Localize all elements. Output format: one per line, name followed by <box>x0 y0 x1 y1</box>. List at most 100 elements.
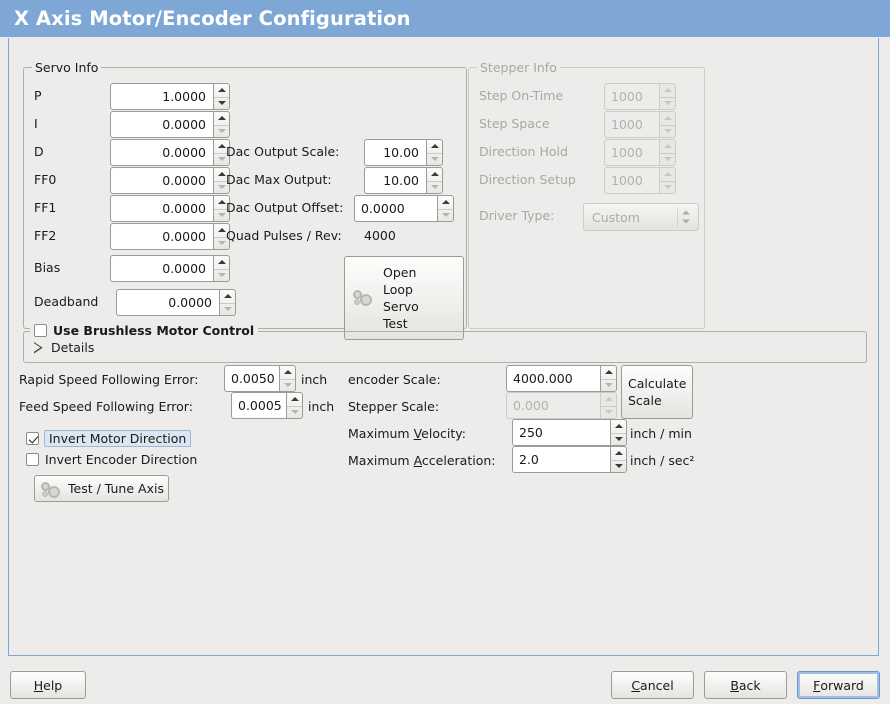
servo-spin-bias-buttons[interactable] <box>213 255 230 282</box>
open-loop-servo-test-button[interactable]: Open Loop Servo Test <box>344 256 464 340</box>
spin-down-icon[interactable] <box>214 96 229 110</box>
spin-down-icon[interactable] <box>427 180 442 194</box>
servo-spin-ff1[interactable]: 0.0000 <box>110 195 230 222</box>
spin-up-icon[interactable] <box>280 366 295 379</box>
servo-spin-ff0-value[interactable]: 0.0000 <box>110 167 213 194</box>
servo-spin-bias[interactable]: 0.0000 <box>110 255 230 282</box>
spin-down-icon[interactable] <box>427 152 442 166</box>
encoder-scale-spin[interactable]: 4000.000 <box>506 365 617 392</box>
encoder-scale-value[interactable]: 4000.000 <box>506 365 600 392</box>
spin-down-icon[interactable] <box>214 124 229 138</box>
use-brushless-motor-control-checkbox[interactable]: Use Brushless Motor Control <box>34 323 254 338</box>
spin-down-icon[interactable] <box>611 459 626 473</box>
rapid-following-error-buttons[interactable] <box>279 365 296 392</box>
dac-output-offset-buttons[interactable] <box>437 195 454 222</box>
servo-spin-deadband-value[interactable]: 0.0000 <box>116 289 219 316</box>
servo-spin-deadband[interactable]: 0.0000 <box>116 289 236 316</box>
rapid-following-error-spin[interactable]: 0.0050 <box>224 365 296 392</box>
spin-down-icon[interactable] <box>601 378 616 392</box>
feed-following-error-buttons[interactable] <box>286 392 303 419</box>
servo-spin-ff0[interactable]: 0.0000 <box>110 167 230 194</box>
spin-down-icon[interactable] <box>220 302 235 316</box>
servo-spin-ff1-buttons[interactable] <box>213 195 230 222</box>
servo-spin-ff2-buttons[interactable] <box>213 223 230 250</box>
spin-up-icon[interactable] <box>601 366 616 379</box>
spin-up-icon[interactable] <box>660 84 675 97</box>
maximum-acceleration-value[interactable]: 2.0 <box>512 446 610 473</box>
spin-down-icon[interactable] <box>214 180 229 194</box>
spin-up-icon[interactable] <box>660 112 675 125</box>
servo-spin-d-buttons[interactable] <box>213 139 230 166</box>
details-expander[interactable]: Details <box>32 340 94 355</box>
test-tune-axis-button[interactable]: Test / Tune Axis <box>34 475 169 502</box>
spin-down-icon[interactable] <box>214 268 229 282</box>
spin-up-icon[interactable] <box>660 140 675 153</box>
feed-following-error-spin[interactable]: 0.0005 <box>231 392 303 419</box>
direction-setup-value[interactable]: 1000 <box>604 167 659 194</box>
spin-up-icon[interactable] <box>427 168 442 181</box>
dac-output-offset-spin[interactable]: 0.0000 <box>354 195 454 222</box>
spin-down-icon[interactable] <box>660 152 675 166</box>
spin-up-icon[interactable] <box>214 112 229 125</box>
servo-spin-i[interactable]: 0.0000 <box>110 111 230 138</box>
rapid-following-error-value[interactable]: 0.0050 <box>224 365 279 392</box>
spin-down-icon[interactable] <box>611 432 626 446</box>
maximum-acceleration-buttons[interactable] <box>610 446 627 473</box>
step-on-time-buttons[interactable] <box>659 83 676 110</box>
dac-output-scale-value[interactable]: 10.00 <box>364 139 426 166</box>
servo-spin-ff2-value[interactable]: 0.0000 <box>110 223 213 250</box>
stepper-scale-value[interactable]: 0.000 <box>506 392 600 419</box>
checkbox-box[interactable] <box>26 432 39 445</box>
dac-output-offset-value[interactable]: 0.0000 <box>354 195 437 222</box>
spin-up-icon[interactable] <box>220 290 235 303</box>
spin-up-icon[interactable] <box>660 168 675 181</box>
step-space-buttons[interactable] <box>659 111 676 138</box>
spin-up-icon[interactable] <box>287 393 302 406</box>
encoder-scale-buttons[interactable] <box>600 365 617 392</box>
spin-down-icon[interactable] <box>438 208 453 222</box>
spin-down-icon[interactable] <box>214 152 229 166</box>
servo-spin-bias-value[interactable]: 0.0000 <box>110 255 213 282</box>
dac-max-output-value[interactable]: 10.00 <box>364 167 426 194</box>
spin-up-icon[interactable] <box>601 393 616 406</box>
servo-spin-p[interactable]: 1.0000 <box>110 83 230 110</box>
spin-up-icon[interactable] <box>427 140 442 153</box>
servo-spin-ff0-buttons[interactable] <box>213 167 230 194</box>
spin-down-icon[interactable] <box>660 180 675 194</box>
direction-setup-buttons[interactable] <box>659 167 676 194</box>
stepper-scale-spin[interactable]: 0.000 <box>506 392 617 419</box>
feed-following-error-value[interactable]: 0.0005 <box>231 392 286 419</box>
dac-max-output-buttons[interactable] <box>426 167 443 194</box>
direction-setup-spin[interactable]: 1000 <box>604 167 676 194</box>
spin-up-icon[interactable] <box>214 256 229 269</box>
spin-down-icon[interactable] <box>280 378 295 392</box>
servo-spin-i-value[interactable]: 0.0000 <box>110 111 213 138</box>
spin-up-icon[interactable] <box>438 196 453 209</box>
invert-encoder-direction-checkbox[interactable]: Invert Encoder Direction <box>26 452 197 467</box>
dac-output-scale-spin[interactable]: 10.00 <box>364 139 443 166</box>
step-space-value[interactable]: 1000 <box>604 111 659 138</box>
direction-hold-buttons[interactable] <box>659 139 676 166</box>
driver-type-combobox[interactable]: Custom <box>583 203 699 231</box>
servo-spin-p-value[interactable]: 1.0000 <box>110 83 213 110</box>
checkbox-box[interactable] <box>34 324 47 337</box>
calculate-scale-button[interactable]: Calculate Scale <box>621 365 693 419</box>
spin-up-icon[interactable] <box>611 447 626 460</box>
spin-up-icon[interactable] <box>214 84 229 97</box>
step-on-time-spin[interactable]: 1000 <box>604 83 676 110</box>
servo-spin-d[interactable]: 0.0000 <box>110 139 230 166</box>
invert-motor-direction-checkbox[interactable]: Invert Motor Direction <box>26 430 192 447</box>
spin-down-icon[interactable] <box>660 124 675 138</box>
stepper-scale-buttons[interactable] <box>600 392 617 419</box>
spin-down-icon[interactable] <box>214 208 229 222</box>
dac-max-output-spin[interactable]: 10.00 <box>364 167 443 194</box>
checkbox-box[interactable] <box>26 453 39 466</box>
spin-down-icon[interactable] <box>601 405 616 419</box>
spin-down-icon[interactable] <box>660 96 675 110</box>
servo-spin-ff2[interactable]: 0.0000 <box>110 223 230 250</box>
maximum-velocity-spin[interactable]: 250 <box>512 419 627 446</box>
